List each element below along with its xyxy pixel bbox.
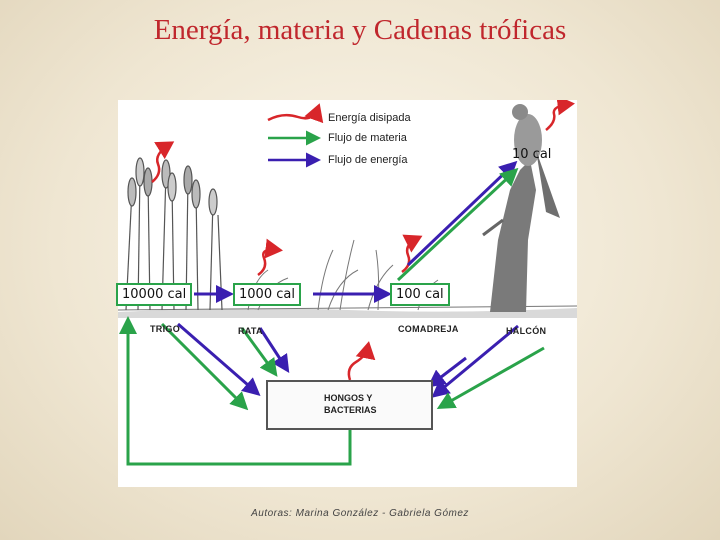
- dissipated-arrow-decomposers: [347, 341, 376, 381]
- dissipated-arrow-wheat: [151, 141, 175, 183]
- matter-arrow-wheat-decomposers: [160, 322, 249, 411]
- dissipated-arrow-rat: [257, 238, 283, 277]
- dissipated-arrow-hawk: [545, 100, 575, 131]
- energy-arrow-rat-decomposers: [258, 327, 290, 374]
- matter-arrow-decomposers-wheat: [119, 316, 352, 466]
- decomposers-label: HONGOS Y BACTERIAS: [324, 393, 377, 415]
- author-credit: Autoras: Marina González - Gabriela Góme…: [251, 508, 469, 519]
- food-chain-diagram: Energía disipada Flujo de materia Flujo …: [118, 100, 577, 487]
- energy-value-rat: 1000 cal: [233, 283, 301, 306]
- energy-value-wheat: 10000 cal: [116, 283, 193, 306]
- energy-value-weasel: 100 cal: [390, 283, 450, 306]
- slide-title: Energía, materia y Cadenas tróficas: [153, 14, 567, 46]
- weasel-label: COMADREJA: [398, 324, 459, 334]
- energy-arrow-hawk-decomposers: [431, 324, 519, 398]
- hawk-label: HALCÓN: [506, 326, 547, 336]
- legend-matter-label: Flujo de materia: [328, 132, 407, 144]
- matter-arrow-hawk-decomposers: [436, 346, 545, 409]
- tree-illustration: [482, 160, 536, 312]
- energy-value-hawk: 10 cal: [512, 147, 552, 162]
- matter-arrow-rat-decomposers: [240, 327, 278, 377]
- rat-label: RATA: [238, 326, 263, 336]
- energy-arrow-weasel-hawk: [406, 160, 518, 267]
- legend-energy-label: Flujo de energía: [328, 154, 408, 166]
- decomposers-box: HONGOS Y BACTERIAS: [266, 380, 433, 430]
- hawk-illustration: [512, 104, 560, 218]
- energy-arrow-wheat-decomposers: [177, 322, 261, 396]
- legend-dissipated-label: Energía disipada: [328, 112, 411, 124]
- legend-dissipated-arrow: [267, 103, 324, 124]
- matter-arrow-weasel-hawk: [396, 167, 519, 282]
- energy-arrow-weasel-decomposers: [427, 356, 467, 388]
- wheat-label: TRIGO: [150, 324, 180, 334]
- dissipated-arrow-weasel: [401, 234, 423, 274]
